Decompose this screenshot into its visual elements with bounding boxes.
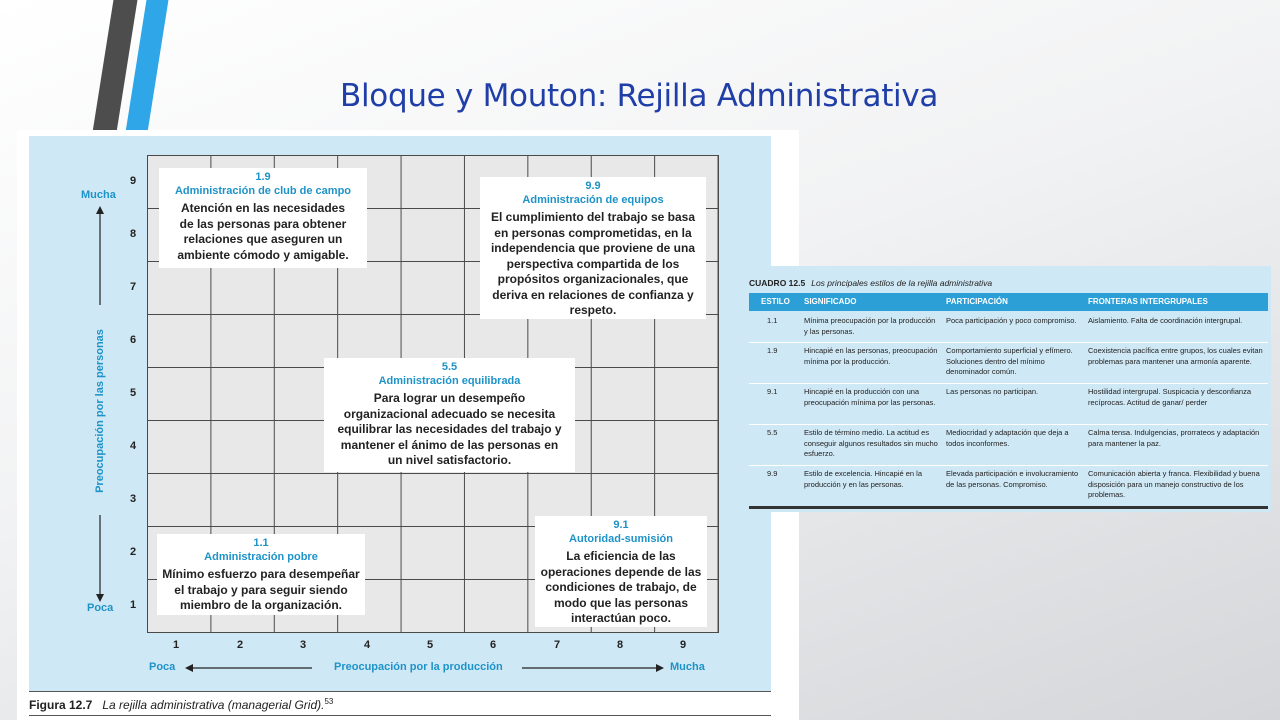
table-caption-label: CUADRO 12.5 — [749, 278, 806, 288]
table-cell: Elevada participación e involucramiento … — [946, 469, 1079, 489]
table-cell: Las personas no participan. — [946, 387, 1039, 396]
style-name: Administración de equipos — [522, 193, 664, 206]
caption-rule-top — [29, 691, 771, 692]
table-header-cell: SIGNIFICADO — [804, 297, 857, 306]
y-axis-low: Poca — [87, 602, 114, 614]
table-row: 9.9 Estilo de excelencia. Hincapié en la… — [749, 466, 1268, 505]
slide-title: Bloque y Mouton: Rejilla Administrativa — [340, 78, 939, 114]
figure-caption: Figura 12.7 La rejilla administrativa (ma… — [29, 697, 333, 712]
styles-table: CUADRO 12.5 Los principales estilos de la… — [746, 266, 1271, 512]
y-tick: 2 — [129, 546, 137, 558]
caption-label: Figura 12.7 — [29, 698, 93, 712]
y-tick: 6 — [129, 334, 137, 346]
table-cell: Calma tensa. Indulgencias, prorrateos y … — [1088, 428, 1260, 448]
table-cell: Coexistencia pacífica entre grupos, los … — [1088, 346, 1263, 366]
caption-reference: 53 — [324, 697, 334, 706]
y-axis-label: Preocupación por las personas — [94, 323, 106, 499]
style-name: Administración equilibrada — [378, 374, 521, 387]
style-description: Mínimo esfuerzo para desempeñar el traba… — [162, 567, 360, 612]
managerial-grid-figure: 9 8 7 6 5 4 3 2 1 1 2 3 4 5 6 7 8 9 Much… — [17, 130, 799, 720]
x-tick: 2 — [236, 639, 244, 651]
table-cell: 9.9 — [767, 469, 778, 478]
x-tick: 5 — [426, 639, 434, 651]
table-cell: Mediocridad y adaptación que deja a todo… — [946, 428, 1069, 448]
style-number: 9.1 — [613, 519, 629, 531]
table-cell: 1.9 — [767, 346, 778, 355]
caption-rule-bottom — [29, 715, 771, 716]
y-axis-label-wrap: Preocupación por las personas — [85, 196, 115, 626]
style-name: Autoridad-sumisión — [569, 532, 673, 545]
table-cell: 9.1 — [767, 387, 778, 396]
style-number: 1.9 — [255, 171, 271, 183]
table-cell: Comunicación abierta y franca. Flexibili… — [1088, 469, 1260, 499]
style-box-9-9: 9.9 Administración de equipos El cumplim… — [480, 177, 706, 319]
y-tick: 4 — [129, 440, 137, 452]
style-number: 5.5 — [441, 361, 458, 373]
x-tick: 4 — [363, 639, 371, 651]
x-tick: 1 — [172, 639, 180, 651]
x-tick: 3 — [299, 639, 307, 651]
x-tick: 9 — [679, 639, 687, 651]
table-cell: Hincapié en las personas, preocupación m… — [804, 346, 938, 366]
x-axis-low: Poca — [149, 661, 176, 673]
style-description: Atención en las necesidades de las perso… — [177, 201, 349, 262]
x-tick: 8 — [616, 639, 624, 651]
table-caption-text: Los principales estilos de la rejilla ad… — [811, 278, 993, 288]
table-caption: CUADRO 12.5 Los principales estilos de la… — [749, 278, 992, 288]
table-cell: 5.5 — [767, 428, 778, 437]
table-cell: 1.1 — [767, 316, 778, 325]
style-box-1-9: 1.9 Administración de club de campo Aten… — [159, 168, 367, 268]
table-row: 5.5 Estilo de término medio. La actitud … — [749, 425, 1268, 466]
table-row: 9.1 Hincapié en la producción con una pr… — [749, 384, 1268, 425]
table-cell: Estilo de excelencia. Hincapié en la pro… — [804, 469, 922, 489]
table-row: 1.1 Mínima preocupación por la producció… — [749, 313, 1268, 343]
style-number: 1.1 — [253, 537, 269, 549]
style-box-1-1: 1.1 Administración pobre Mínimo esfuerzo… — [157, 534, 365, 615]
style-description: Para lograr un desempeño organizacional … — [337, 391, 562, 467]
table-cell: Aislamiento. Falta de coordinación inter… — [1088, 316, 1243, 325]
table-cell: Mínima preocupación por la producción y … — [804, 316, 936, 336]
table-bottom-rule — [749, 506, 1268, 509]
x-axis-high: Mucha — [670, 661, 705, 673]
table-header-cell: FRONTERAS INTERGRUPALES — [1088, 297, 1208, 306]
y-tick: 3 — [129, 493, 137, 505]
axis-arrows — [96, 206, 664, 672]
table-cell: Hostilidad intergrupal. Suspicacia y des… — [1088, 387, 1252, 407]
x-tick: 6 — [489, 639, 497, 651]
style-description: La eficiencia de las operaciones depende… — [540, 549, 702, 625]
table-header: ESTILO SIGNIFICADO PARTICIPACIÓN FRONTER… — [749, 293, 1268, 311]
style-name: Administración pobre — [204, 550, 318, 563]
table-header-cell: ESTILO — [761, 297, 790, 306]
x-tick: 7 — [553, 639, 561, 651]
table-cell: Comportamiento superficial y efímero. So… — [946, 346, 1073, 376]
table-row: 1.9 Hincapié en las personas, preocupaci… — [749, 343, 1268, 384]
table-cell: Hincapié en la producción con una preocu… — [804, 387, 936, 407]
table-cell: Estilo de término medio. La actitud es c… — [804, 428, 938, 458]
table-header-cell: PARTICIPACIÓN — [946, 297, 1008, 306]
y-axis-high: Mucha — [81, 189, 116, 201]
x-axis-label: Preocupación por la producción — [334, 661, 503, 673]
style-name: Administración de club de campo — [174, 184, 352, 197]
y-tick: 5 — [129, 387, 137, 399]
table-cell: Poca participación y poco compromiso. — [946, 316, 1077, 325]
style-box-9-1: 9.1 Autoridad-sumisión La eficiencia de … — [535, 516, 707, 627]
caption-text: La rejilla administrativa (managerial Gr… — [102, 698, 325, 712]
style-number: 9.9 — [585, 180, 601, 192]
style-box-5-5: 5.5 Administración equilibrada Para logr… — [324, 358, 575, 472]
y-tick: 1 — [129, 599, 137, 611]
y-tick: 8 — [129, 228, 137, 240]
y-tick: 7 — [129, 281, 137, 293]
style-description: El cumplimiento del trabajo se basa en p… — [490, 210, 696, 317]
y-tick: 9 — [129, 175, 137, 187]
